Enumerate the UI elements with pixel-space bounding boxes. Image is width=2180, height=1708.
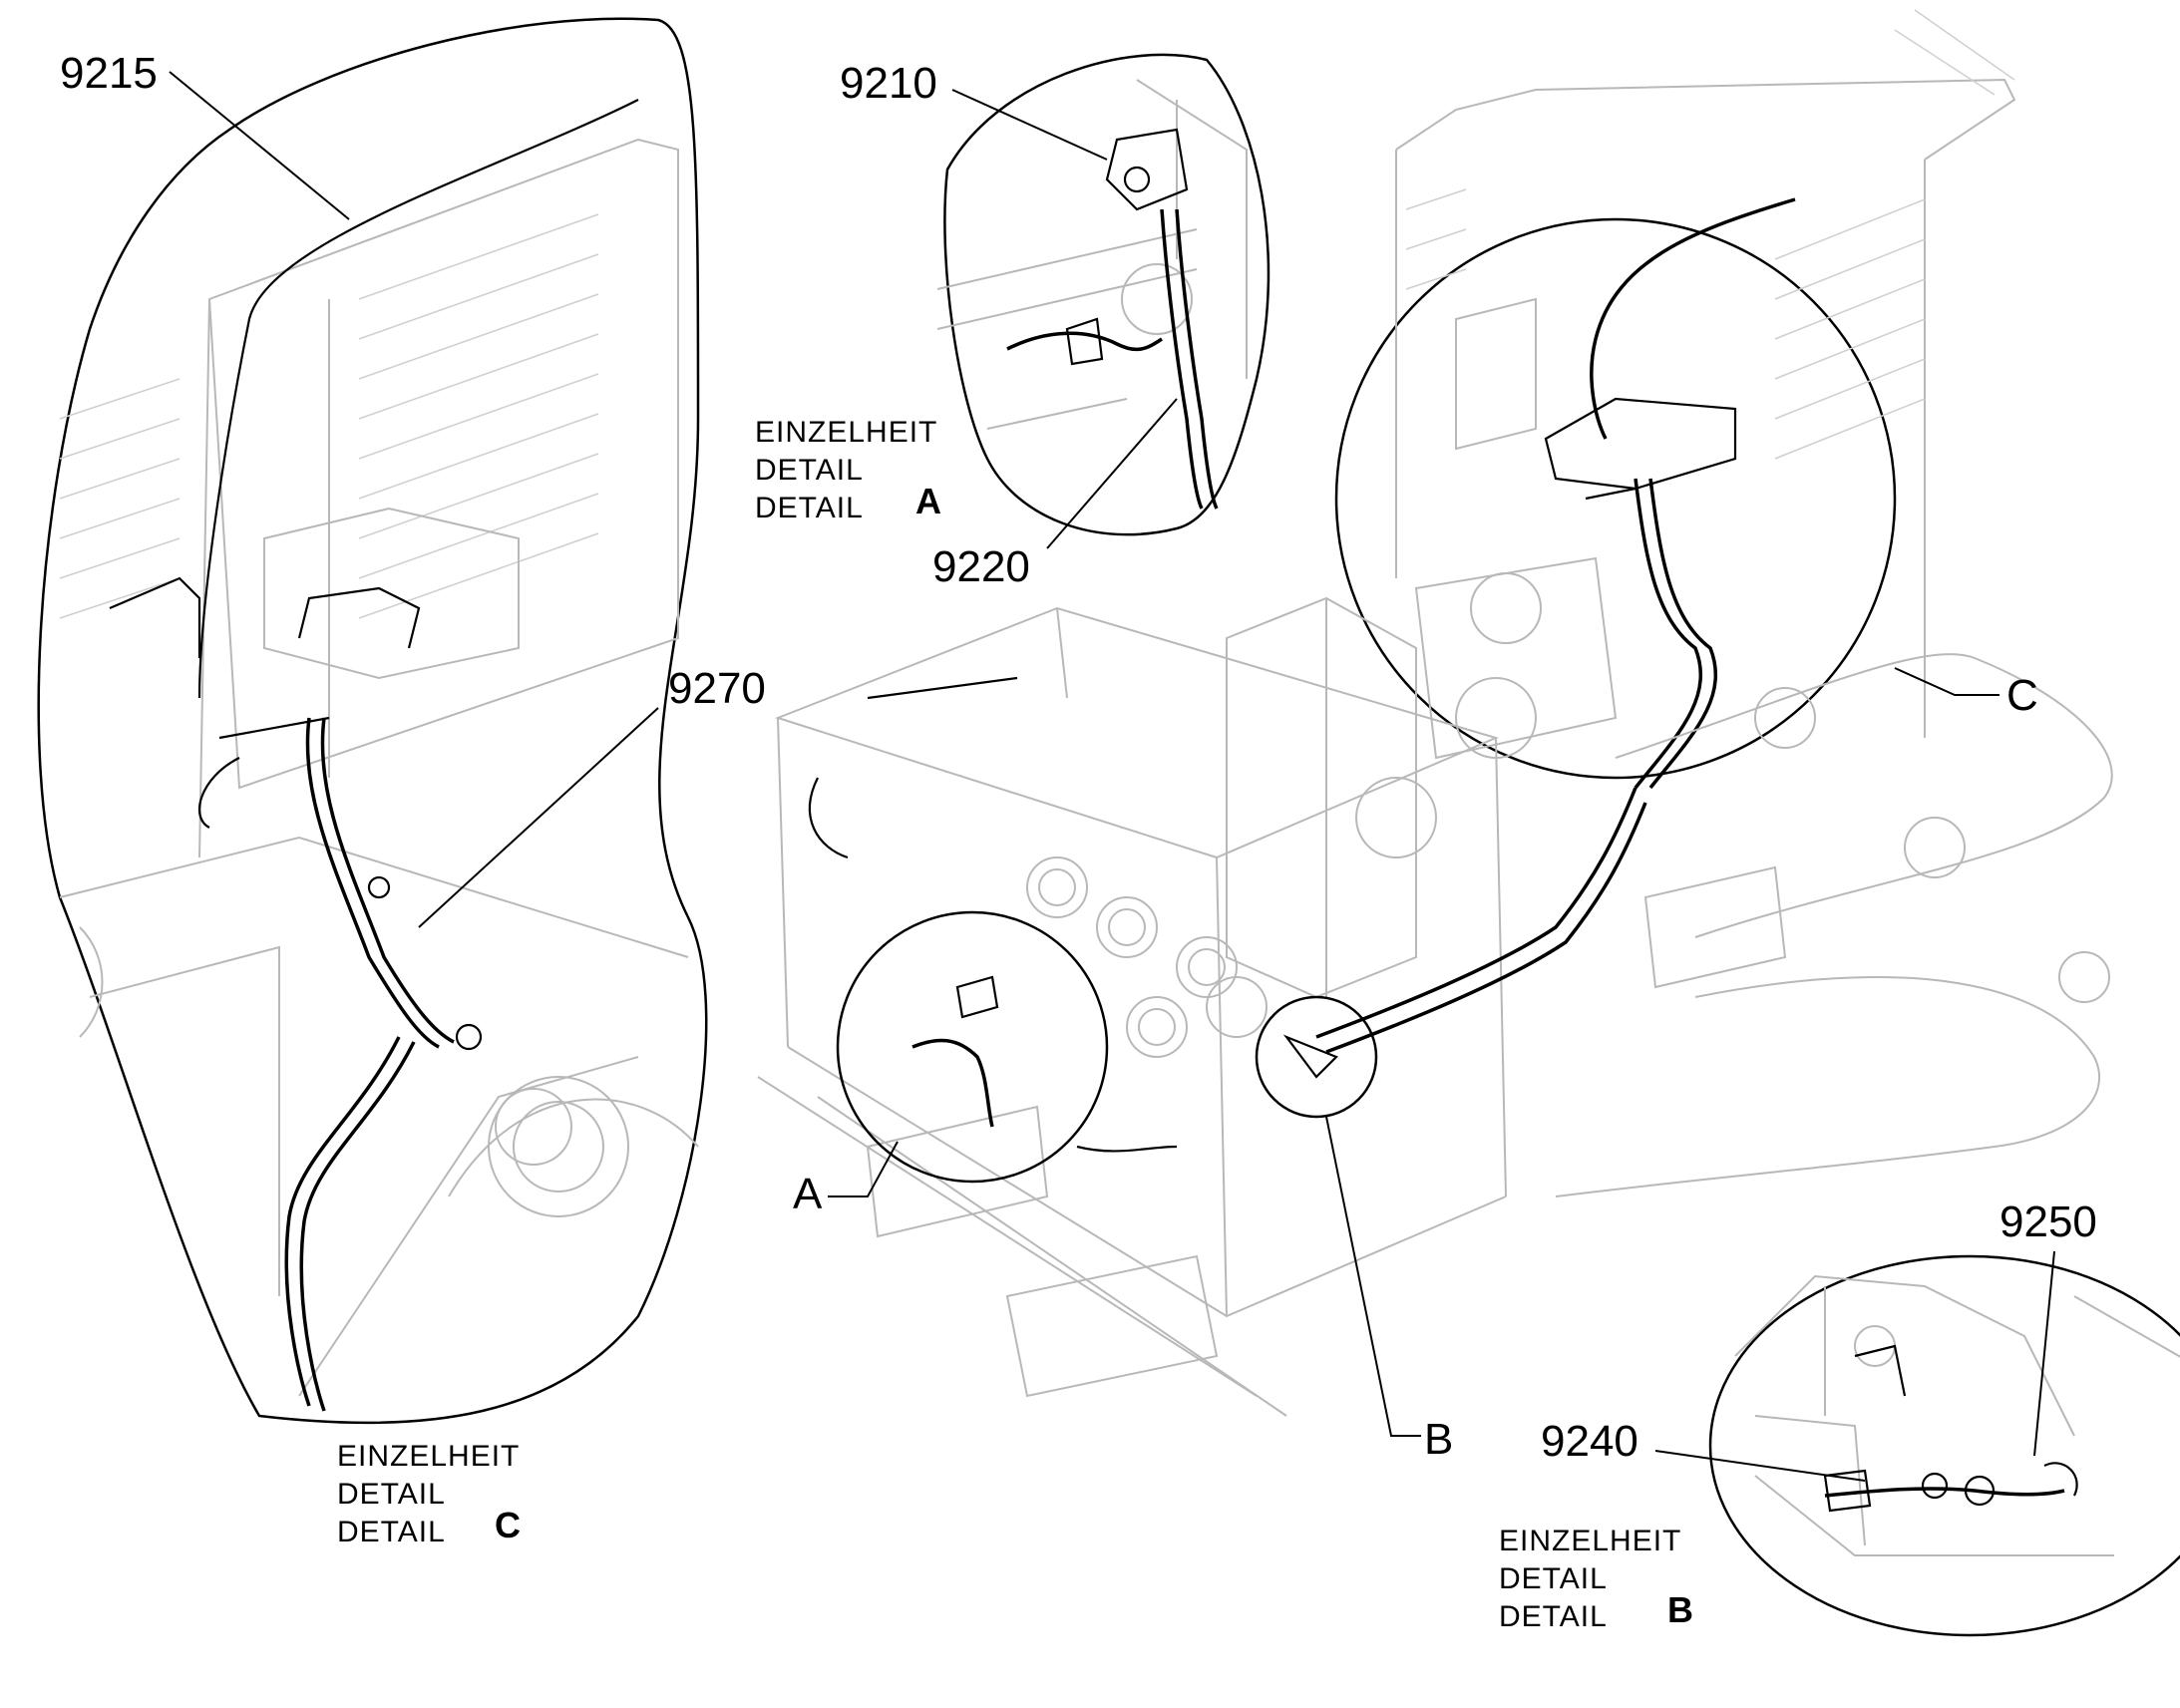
detail-c-circle-view bbox=[1334, 9, 2016, 790]
detail-marker-a: A bbox=[793, 1170, 823, 1218]
leader-lines bbox=[169, 71, 2055, 1482]
caption-b-line3: DETAIL bbox=[1499, 1600, 1608, 1633]
callout-9210: 9210 bbox=[840, 59, 937, 108]
detail-c-view bbox=[37, 17, 708, 1425]
caption-c-line2: DETAIL bbox=[337, 1478, 446, 1511]
leader-9270 bbox=[418, 707, 659, 928]
leader-9250 bbox=[2033, 1250, 2055, 1457]
caption-a-line1: EINZELHEIT bbox=[755, 416, 937, 449]
caption-a-line3: DETAIL bbox=[755, 492, 864, 524]
leader-9210 bbox=[951, 89, 1108, 161]
caption-c-letter: C bbox=[495, 1505, 521, 1545]
caption-c-line1: EINZELHEIT bbox=[337, 1440, 520, 1473]
detail-a-view bbox=[936, 53, 1271, 536]
detail-c-circle-outline bbox=[1334, 217, 1897, 780]
caption-b-letter: B bbox=[1667, 1589, 1693, 1630]
detail-a-outline bbox=[943, 53, 1271, 536]
detail-b-outline bbox=[1708, 1254, 2180, 1637]
detail-marker-b: B bbox=[1424, 1415, 1453, 1464]
callout-9220: 9220 bbox=[932, 542, 1030, 591]
detail-a-marker-circle bbox=[836, 910, 1109, 1184]
detail-b-view bbox=[1708, 1254, 2180, 1637]
caption-b-line1: EINZELHEIT bbox=[1499, 1525, 1681, 1557]
leader-9215 bbox=[169, 71, 350, 220]
main-assembly-view bbox=[757, 596, 2113, 1417]
detail-marker-c: C bbox=[2006, 671, 2038, 720]
callout-9240: 9240 bbox=[1541, 1417, 1638, 1466]
detail-captions: EINZELHEIT DETAIL DETAIL A EINZELHEIT DE… bbox=[337, 416, 1693, 1633]
leader-a bbox=[828, 1141, 899, 1197]
caption-b-line2: DETAIL bbox=[1499, 1562, 1608, 1595]
callout-9215: 9215 bbox=[60, 49, 158, 98]
leader-c bbox=[1894, 667, 1999, 696]
callout-9270: 9270 bbox=[668, 664, 766, 713]
leader-b bbox=[1325, 1116, 1421, 1437]
caption-a-line2: DETAIL bbox=[755, 454, 864, 487]
leader-9240 bbox=[1654, 1450, 1866, 1482]
caption-a-letter: A bbox=[915, 481, 941, 521]
callout-labels: 9215 9210 9220 9270 9240 9250 A B C bbox=[60, 49, 2097, 1466]
detail-b-marker-circle bbox=[1255, 995, 1378, 1119]
caption-c-line3: DETAIL bbox=[337, 1516, 446, 1548]
leader-9220 bbox=[1046, 398, 1178, 549]
detail-c-outline bbox=[37, 17, 708, 1425]
callout-9250: 9250 bbox=[1999, 1197, 2097, 1246]
